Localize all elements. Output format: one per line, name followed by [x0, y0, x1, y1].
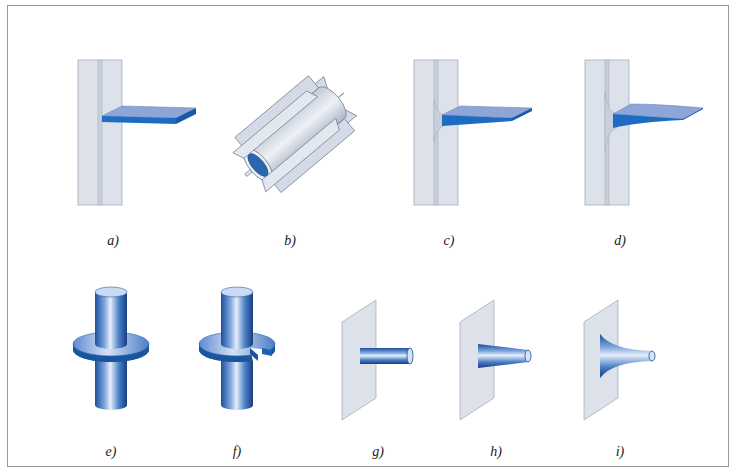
figure-label: c) [444, 233, 455, 248]
annular-fin [73, 287, 149, 410]
figure-label: f) [233, 444, 242, 459]
rectangular-fin [78, 60, 196, 205]
triangular-fin [414, 60, 532, 205]
concave-pin-fin [584, 300, 655, 420]
figure-label: g) [372, 444, 384, 459]
figure-label: h) [490, 444, 502, 459]
figure-label: d) [614, 233, 626, 248]
finned-tube [223, 65, 367, 202]
pin-fin [342, 300, 413, 420]
figure-label: b) [284, 233, 296, 248]
figure-label: e) [106, 444, 117, 459]
figure-label: i) [616, 444, 625, 459]
frame [8, 6, 729, 467]
parabolic-fin [585, 60, 703, 205]
figure-label: a) [107, 233, 119, 248]
conical-pin-fin [460, 300, 531, 420]
slit-annular-fin [199, 287, 275, 410]
